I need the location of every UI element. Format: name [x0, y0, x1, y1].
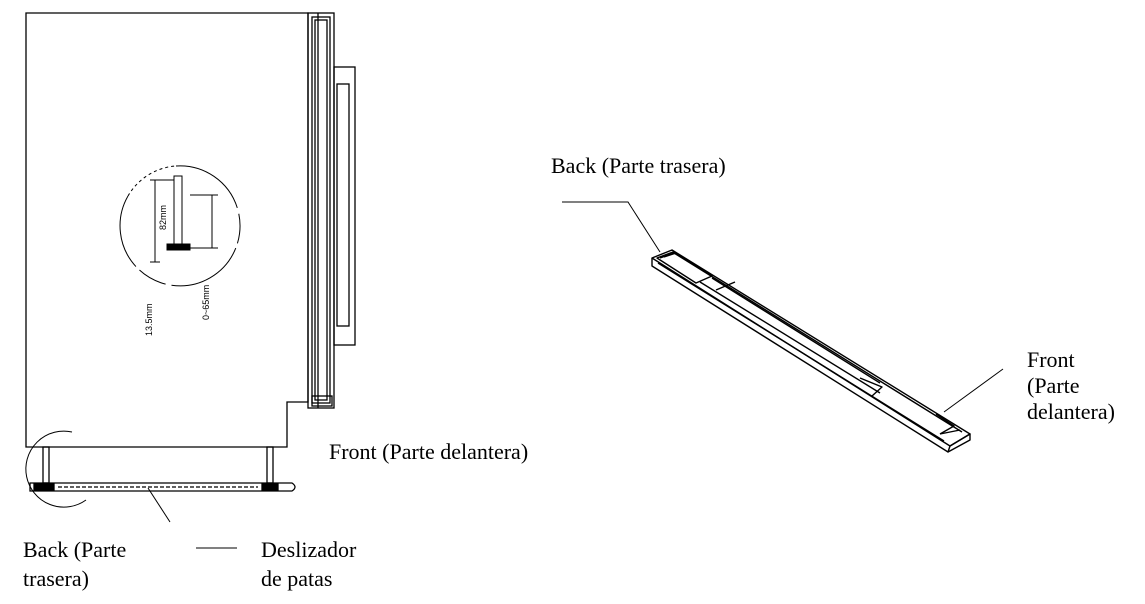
- door-handle: [333, 66, 356, 346]
- slide-front-label-line2: (Parte: [1027, 373, 1080, 398]
- slider-outer: [651, 249, 971, 447]
- side-back-label-line2: trasera): [23, 566, 89, 591]
- adjust-dimension-label: 0~65mm: [201, 285, 211, 320]
- detail-circle: [119, 165, 241, 287]
- back-leg: [42, 446, 50, 484]
- slider-leaders: [562, 201, 1004, 413]
- slide-back-label: Back (Parte trasera): [551, 153, 726, 178]
- back-detail-circle: [25, 430, 87, 508]
- door-panel: [307, 12, 335, 409]
- leg-detail: [119, 165, 241, 287]
- slider-label-line1: Deslizador: [261, 537, 357, 562]
- side-back-label-line1: Back (Parte: [23, 537, 127, 562]
- side-front-label: Front (Parte delantera): [329, 439, 529, 464]
- offset-dimension-label: 13.5mm: [144, 303, 154, 336]
- slide-back-leader: [562, 201, 661, 253]
- height-dimension-label: 82mm: [158, 205, 168, 230]
- front-leg: [266, 446, 274, 484]
- leg-foot: [166, 243, 191, 251]
- slider-label-line2: de patas: [261, 566, 333, 591]
- slide-front-leader: [943, 368, 1004, 413]
- slide-front-label-line1: Front: [1027, 347, 1075, 372]
- legs-and-slider: [25, 430, 296, 549]
- leg-slider-isometric: [651, 249, 971, 453]
- leg-post: [173, 175, 183, 245]
- back-leader: [147, 487, 171, 523]
- slide-front-label-line3: delantera): [1027, 399, 1115, 424]
- slider-plate: [29, 482, 296, 492]
- back-pocket: [656, 251, 713, 284]
- appliance-side-view: [25, 12, 356, 448]
